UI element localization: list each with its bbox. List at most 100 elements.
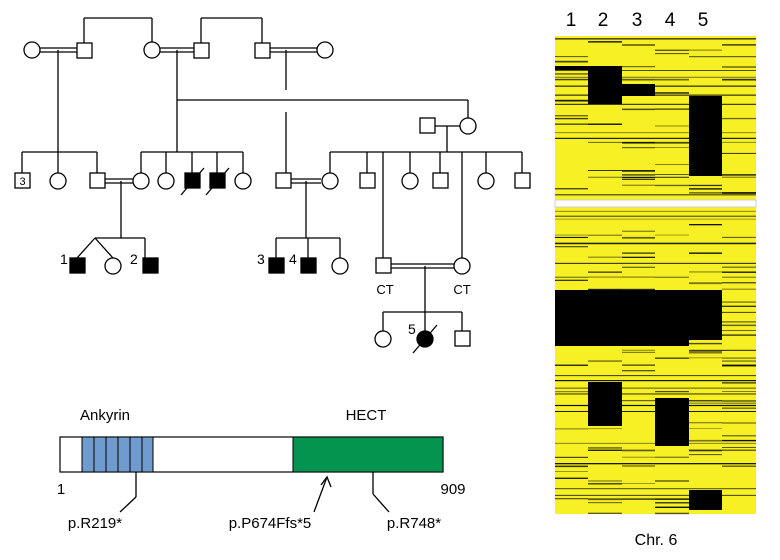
heatmap-line — [689, 184, 722, 187]
heatmap-line — [689, 224, 722, 226]
heatmap-line — [588, 170, 622, 171]
ct-label-left: CT — [376, 282, 393, 297]
heatmap-line — [555, 115, 588, 117]
heatmap-line — [555, 246, 588, 248]
heatmap-line — [555, 477, 588, 479]
heatmap-line — [655, 164, 689, 165]
heatmap-line — [622, 456, 655, 458]
heatmap-line — [555, 471, 588, 472]
heatmap-line — [722, 449, 756, 451]
ct-label-right: CT — [453, 282, 470, 297]
mutation-marker-r219 — [119, 496, 137, 513]
heatmap-line — [622, 483, 655, 484]
heatmap-column-label-2: 2 — [598, 10, 609, 31]
hect-label: HECT — [346, 407, 387, 424]
heatmap-line — [555, 117, 588, 120]
deceased-slash — [205, 167, 230, 196]
heatmap-line — [689, 428, 722, 429]
heatmap-line — [555, 236, 588, 238]
heatmap-line — [555, 132, 756, 134]
heatmap-line — [555, 38, 756, 40]
heatmap-line — [622, 236, 655, 239]
mutation-marker-r748 — [372, 493, 390, 513]
heatmap-line — [722, 382, 756, 384]
heatmap-line — [689, 402, 722, 404]
patient-3 — [268, 257, 285, 274]
heatmap-line — [722, 435, 756, 437]
heatmap-line — [555, 99, 588, 102]
mutation-arrowhead-p674 — [320, 475, 332, 488]
heatmap-line — [588, 123, 622, 125]
homozygous-block — [555, 290, 722, 314]
heatmap-line — [722, 176, 756, 178]
gen2-female — [321, 172, 339, 190]
heatmap-line — [588, 176, 622, 178]
heatmap-line — [622, 252, 655, 254]
homozygous-block — [622, 84, 655, 96]
heatmap-line — [555, 393, 756, 395]
heatmap-line — [689, 282, 722, 285]
gen1-female-c — [316, 41, 334, 59]
heatmap-line — [722, 117, 756, 120]
patient-5-label: 5 — [408, 321, 416, 337]
heatmap-line — [622, 266, 655, 268]
heatmap-line — [622, 498, 655, 500]
heatmap-line — [555, 60, 588, 63]
patient-2-label: 2 — [130, 251, 138, 267]
heatmap-line — [655, 53, 689, 55]
heatmap-line — [655, 456, 689, 458]
heatmap-line — [722, 282, 756, 284]
heatmap-line — [555, 488, 756, 490]
heatmap-line — [655, 357, 689, 359]
heatmap-line — [622, 176, 655, 179]
heatmap-line — [622, 449, 655, 452]
heatmap-line — [722, 364, 756, 367]
patient-2 — [142, 257, 159, 274]
heatmap-line — [588, 256, 622, 258]
heatmap-line — [655, 184, 689, 187]
heatmap-line — [722, 402, 756, 404]
heatmap-line — [722, 391, 756, 392]
heatmap-line — [722, 44, 756, 46]
heatmap-line — [655, 276, 689, 278]
heatmap-line — [555, 262, 756, 264]
gen1-male-a — [76, 42, 93, 59]
heatmap-line — [588, 141, 622, 143]
heatmap-homozygous-blocks — [555, 66, 722, 510]
gen4-female — [374, 330, 392, 348]
heatmap-line — [555, 218, 756, 220]
heatmap-line — [588, 498, 622, 501]
heatmap-line — [722, 141, 756, 143]
patient-4-label: 4 — [289, 251, 297, 267]
gen3-female — [331, 257, 349, 275]
heatmap-line — [689, 357, 722, 359]
heatmap-column-label-5: 5 — [698, 10, 709, 31]
gen2-female — [132, 172, 150, 190]
heatmap-line — [689, 422, 722, 424]
heatmap-line — [722, 439, 756, 442]
heatmap-line — [555, 188, 588, 190]
patient-3-label: 3 — [257, 251, 265, 267]
heatmap-line — [655, 125, 689, 127]
heatmap-line — [555, 56, 588, 58]
gen1-female-b — [143, 41, 161, 59]
heatmap-line — [689, 439, 722, 442]
deceased-slash — [180, 167, 205, 196]
heatmap-line — [722, 66, 756, 68]
hect-domain — [292, 436, 444, 473]
gen2-male — [89, 172, 106, 189]
patient-1 — [69, 257, 86, 274]
residue-end-label: 909 — [440, 481, 465, 498]
heatmap-line — [588, 447, 622, 449]
heatmap-line — [622, 184, 655, 186]
heatmap-line — [622, 178, 655, 180]
heatmap-line — [622, 351, 655, 353]
heatmap-line — [555, 498, 588, 500]
pedigree-chart — [14, 17, 531, 354]
heatmap-line — [622, 170, 655, 172]
gen2-female — [234, 172, 252, 190]
heatmap-line — [588, 428, 622, 430]
heatmap-line — [722, 276, 756, 278]
heatmap-line — [555, 210, 756, 212]
heatmap-line — [689, 351, 722, 354]
